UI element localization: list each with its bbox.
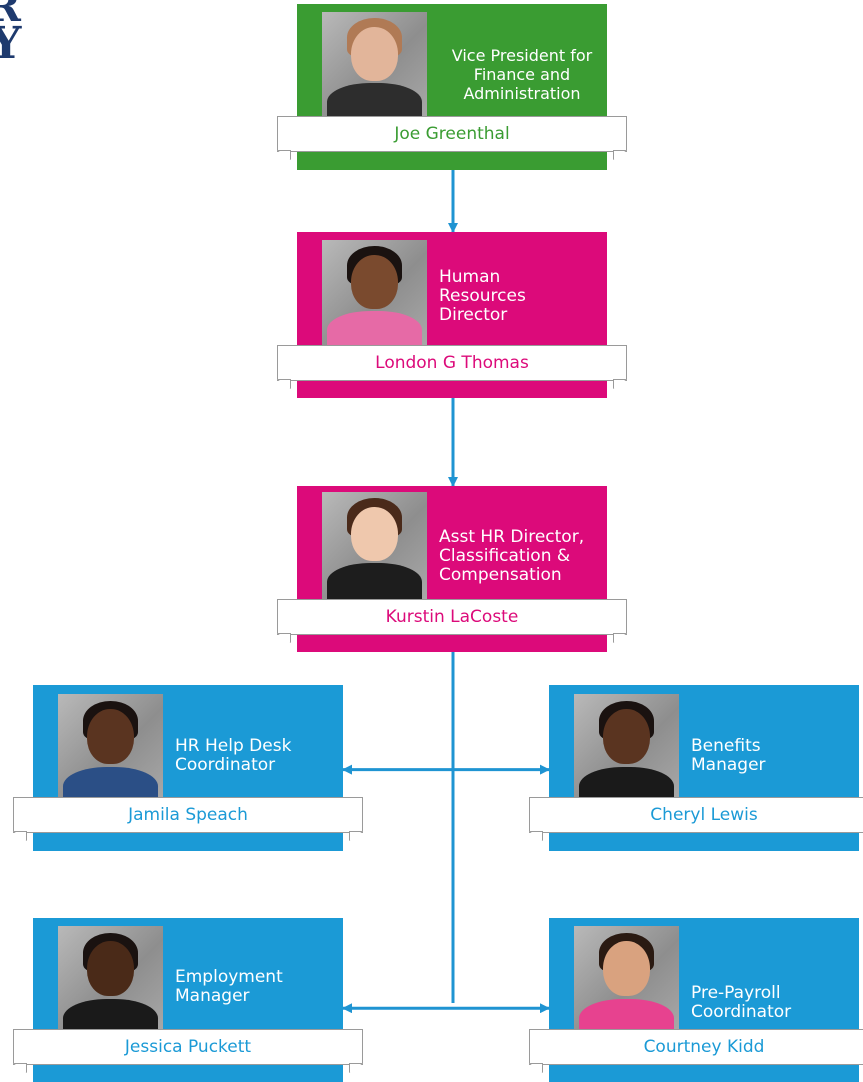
- photo-jessica-puckett: [58, 926, 163, 1036]
- job-title: HR Help Desk Coordinator: [175, 736, 292, 775]
- photo-torso: [327, 563, 422, 600]
- photo-head: [603, 941, 650, 997]
- name-plate: London G Thomas: [277, 345, 627, 381]
- photo-cheryl-lewis: [574, 694, 679, 804]
- job-title: Asst HR Director, Classification & Compe…: [439, 527, 585, 585]
- photo-head: [351, 507, 398, 562]
- photo-jamila-speach: [58, 694, 163, 804]
- photo-head: [351, 27, 398, 82]
- name-plate: Jessica Puckett: [13, 1029, 363, 1065]
- photo-head: [603, 709, 650, 765]
- name-plate: Cheryl Lewis: [529, 797, 863, 833]
- org-node-hr-director: Human Resources Director London G Thomas: [277, 232, 627, 398]
- photo-torso: [327, 83, 422, 120]
- photo-head: [87, 709, 134, 765]
- photo-kurstin-lacoste: [322, 492, 427, 600]
- logo-letter: R: [0, 0, 21, 31]
- org-node-benefits: Benefits Manager Cheryl Lewis: [529, 685, 863, 851]
- org-node-vp: Vice President for Finance and Administr…: [277, 4, 627, 170]
- org-node-help-desk: HR Help Desk Coordinator Jamila Speach: [13, 685, 363, 851]
- logo-letter: Y: [0, 18, 22, 69]
- name-plate: Joe Greenthal: [277, 116, 627, 152]
- org-node-asst-hr-director: Asst HR Director, Classification & Compe…: [277, 486, 627, 652]
- photo-head: [351, 255, 398, 310]
- name-plate: Kurstin LaCoste: [277, 599, 627, 635]
- org-node-employment: Employment Manager Jessica Puckett: [13, 918, 363, 1082]
- photo-london-g-thomas: [322, 240, 427, 348]
- job-title: Benefits Manager: [691, 736, 766, 775]
- job-title: Pre-Payroll Coordinator: [691, 983, 792, 1022]
- name-plate: Jamila Speach: [13, 797, 363, 833]
- university-logo: R Y: [0, 0, 40, 70]
- photo-head: [87, 941, 134, 997]
- job-title: Human Resources Director: [439, 267, 526, 325]
- photo-joe-greenthal: [322, 12, 427, 120]
- job-title: Employment Manager: [175, 967, 283, 1006]
- job-title: Vice President for Finance and Administr…: [451, 46, 593, 103]
- photo-courtney-kidd: [574, 926, 679, 1036]
- name-plate: Courtney Kidd: [529, 1029, 863, 1065]
- photo-torso: [327, 311, 422, 348]
- org-node-pre-payroll: Pre-Payroll Coordinator Courtney Kidd: [529, 918, 863, 1082]
